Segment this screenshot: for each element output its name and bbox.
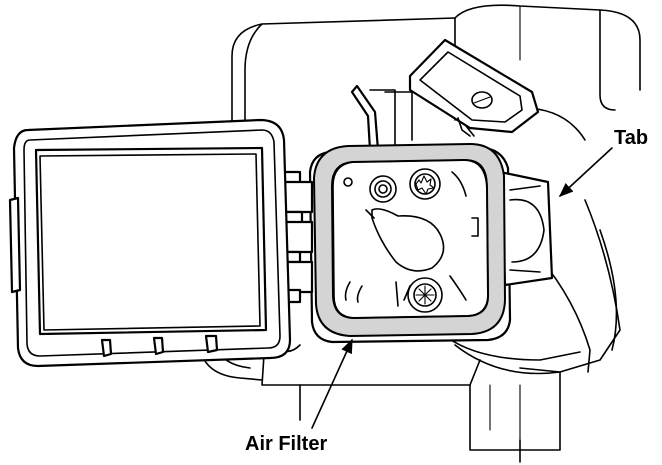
air-filter-label: Air Filter bbox=[245, 433, 328, 455]
vertical-rod bbox=[350, 84, 413, 152]
air-filter bbox=[312, 142, 507, 338]
air-filter-callout-arrow bbox=[311, 338, 353, 429]
filter-base-housing bbox=[308, 146, 554, 344]
open-cover-door bbox=[8, 118, 292, 368]
tab-callout-arrow bbox=[558, 147, 613, 197]
upper-cover-flap bbox=[408, 38, 540, 137]
tab-label: Tab bbox=[614, 127, 649, 149]
